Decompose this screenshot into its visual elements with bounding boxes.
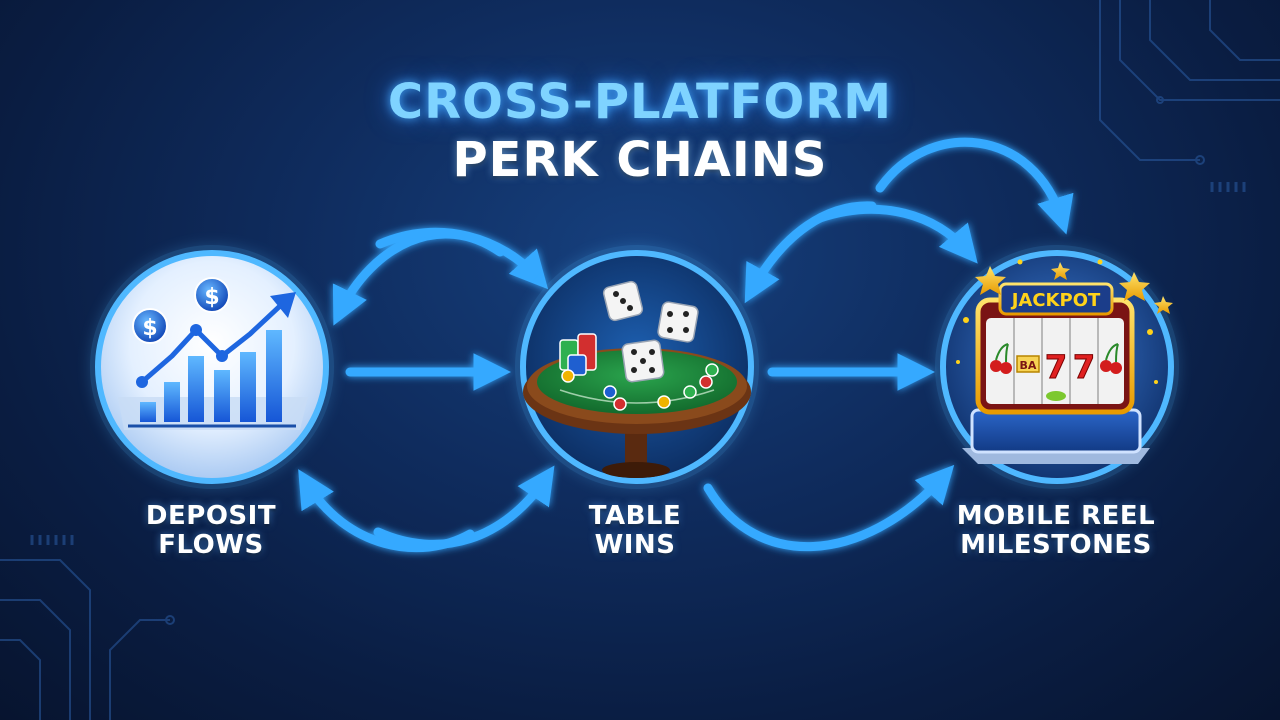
arrow-mobile-to-table-top bbox=[744, 201, 877, 304]
rising-bar-chart-with-dollar-coins-icon: $ $ bbox=[118, 277, 308, 430]
node-table-wins bbox=[515, 245, 759, 489]
svg-text:7: 7 bbox=[1045, 348, 1067, 386]
jackpot-sign: JACKPOT bbox=[998, 282, 1114, 316]
casino-table-with-dice-and-chips-icon bbox=[523, 280, 751, 478]
arrow-table-to-mobile-bottom bbox=[703, 464, 955, 551]
circuit-decoration-top-right bbox=[1099, 0, 1280, 192]
chip-stack-icon bbox=[559, 333, 597, 376]
dollar-coin-icon: $ bbox=[132, 308, 168, 344]
page-title-line-2: PERK CHAINS bbox=[452, 132, 828, 188]
node-mobile-reel-milestones: JACKPOT BA 7 7 bbox=[935, 245, 1179, 489]
smartphone-slot-machine-icon: JACKPOT BA 7 7 bbox=[956, 259, 1173, 464]
node-label-deposit: DEPOSIT FLOWS bbox=[81, 502, 341, 560]
node-label-line: DEPOSIT bbox=[145, 501, 277, 531]
seven-symbol-icon: 7 bbox=[1072, 348, 1095, 387]
sparkle-dots bbox=[956, 259, 1158, 384]
arrow-mobile-loop-top bbox=[875, 137, 1074, 235]
circuit-decoration-bottom-left bbox=[0, 535, 175, 720]
arrow-group bbox=[298, 137, 1074, 553]
arrow-table-to-mobile-top bbox=[815, 204, 978, 264]
node-label-line: MOBILE REEL bbox=[956, 501, 1156, 531]
arrow-deposit-to-table-top bbox=[375, 227, 549, 290]
node-label-table: TABLE WINS bbox=[505, 502, 765, 560]
node-label-mobile: MOBILE REEL MILESTONES bbox=[926, 502, 1186, 560]
node-label-line: MILESTONES bbox=[960, 530, 1152, 560]
node-label-line: TABLE bbox=[588, 501, 682, 531]
arrow-table-to-deposit-top bbox=[332, 229, 505, 326]
svg-text:JACKPOT: JACKPOT bbox=[1010, 290, 1101, 311]
cherry-icon bbox=[990, 343, 1012, 374]
page-title-line-1: CROSS-PLATFORM bbox=[387, 74, 893, 130]
svg-text:$: $ bbox=[204, 285, 219, 310]
seven-symbol-icon: 7 bbox=[1044, 348, 1067, 387]
svg-text:BA: BA bbox=[1020, 359, 1037, 372]
lemon-icon bbox=[1046, 391, 1066, 401]
node-label-line: FLOWS bbox=[158, 530, 264, 560]
arrow-deposit-to-table-bottom bbox=[373, 465, 555, 549]
dice-icon bbox=[657, 301, 699, 343]
node-label-line: WINS bbox=[594, 530, 676, 560]
svg-text:7: 7 bbox=[1073, 348, 1095, 386]
dice-icon bbox=[621, 339, 665, 383]
star-icon bbox=[975, 262, 1173, 314]
dollar-coin-icon: $ bbox=[194, 277, 230, 313]
cherry-icon bbox=[1100, 343, 1122, 374]
svg-text:$: $ bbox=[142, 316, 157, 341]
bar-symbol-icon: BA bbox=[1016, 355, 1040, 373]
dice-icon bbox=[602, 280, 644, 322]
node-deposit-flows: $ $ bbox=[90, 245, 334, 489]
